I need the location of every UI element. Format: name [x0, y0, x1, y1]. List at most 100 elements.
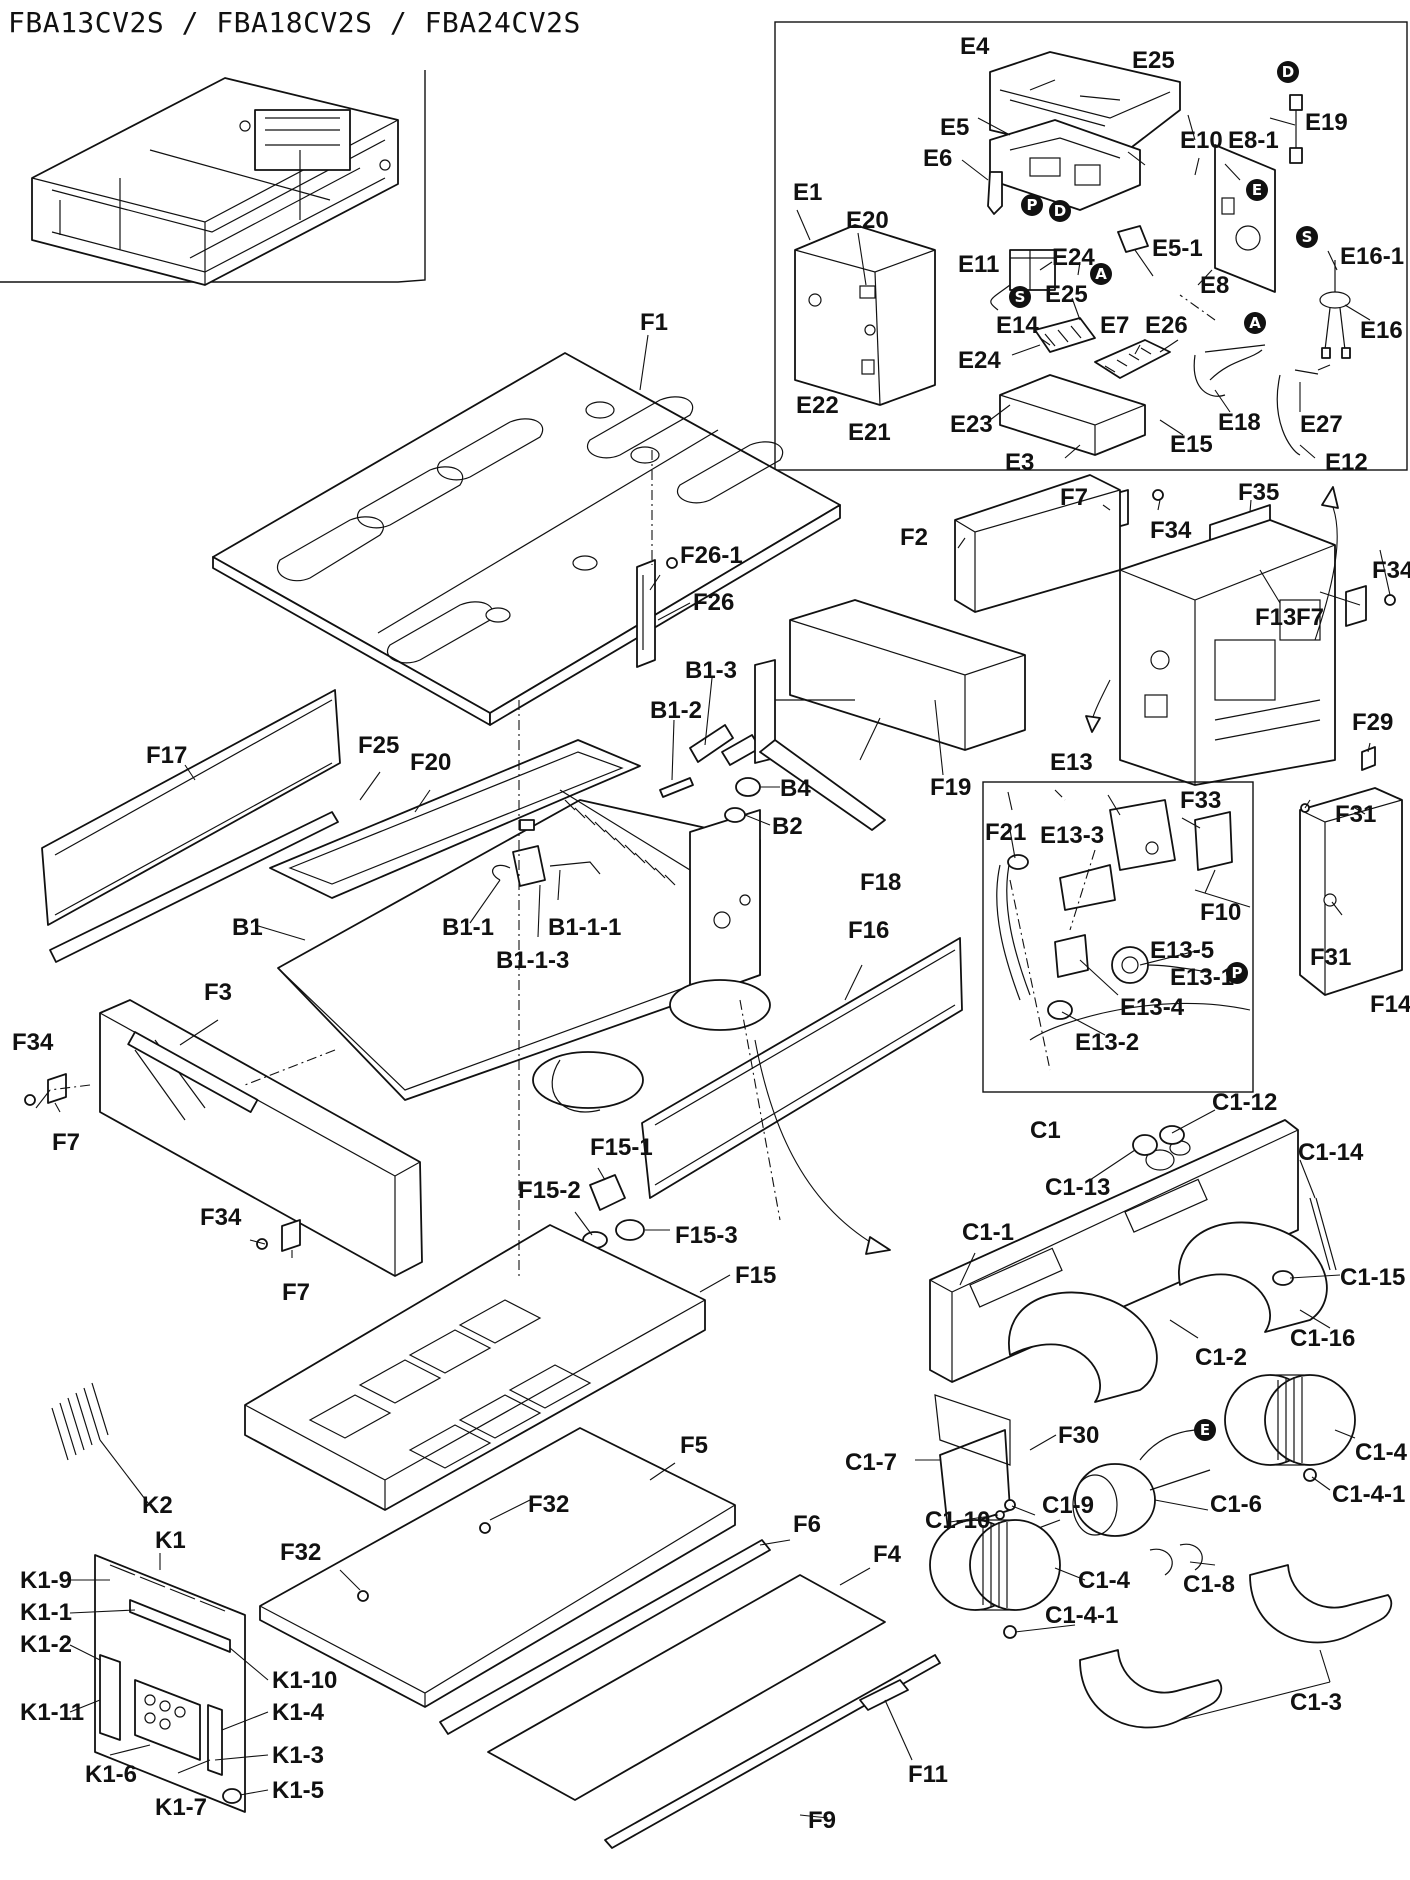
svg-text:A: A	[1249, 314, 1261, 332]
label-F15-3: F15-3	[675, 1222, 738, 1249]
part-F19-frame	[760, 599, 1026, 751]
label-E23: E23	[950, 411, 993, 438]
label-F30: F30	[1058, 1422, 1099, 1449]
label-F32-center: F32	[528, 1491, 569, 1518]
label-F3: F3	[204, 979, 232, 1006]
label-C1-3: C1-3	[1290, 1689, 1342, 1716]
marker-A-harness: A	[1244, 312, 1266, 334]
label-K1-7: K1-7	[155, 1794, 207, 1821]
part-B1-1	[492, 819, 601, 887]
part-F16-panel	[641, 937, 963, 1199]
label-F18: F18	[860, 869, 901, 896]
label-K1-5: K1-5	[272, 1777, 324, 1804]
label-E13: E13	[1050, 749, 1093, 776]
marker-E-board: E	[1246, 179, 1268, 201]
part-C1-14	[1309, 1197, 1337, 1271]
leader-lines	[35, 114, 1391, 1819]
part-E18-harness	[1193, 344, 1266, 397]
label-F16: F16	[848, 917, 889, 944]
part-C1-6-motor	[1019, 1429, 1211, 1537]
label-E3: E3	[1005, 449, 1034, 476]
part-F7-bottom	[281, 1219, 301, 1252]
label-K1: K1	[155, 1527, 186, 1554]
part-F11	[859, 1679, 909, 1711]
label-E27: E27	[1300, 411, 1343, 438]
svg-text:P: P	[1232, 964, 1243, 982]
label-C1-6: C1-6	[1210, 1491, 1262, 1518]
part-F5-bottom-plate	[259, 1427, 736, 1708]
label-E11: E11	[958, 251, 999, 278]
label-E13-1: E13-1	[1170, 964, 1234, 991]
label-F7-bottom: F7	[282, 1279, 310, 1306]
svg-text:D: D	[1054, 202, 1066, 220]
label-F5: F5	[680, 1432, 708, 1459]
label-C1: C1	[1030, 1117, 1061, 1144]
label-F34-bottom: F34	[200, 1204, 242, 1231]
label-E8: E8	[1200, 272, 1229, 299]
label-E15: E15	[1170, 431, 1213, 458]
part-C1-3-lower-scroll	[1079, 1564, 1393, 1729]
label-F7-top: F7	[1060, 484, 1088, 511]
label-F9: F9	[808, 1807, 836, 1834]
label-F19: F19	[930, 774, 971, 801]
part-E13-2	[1047, 1000, 1073, 1020]
label-E10: E10	[1180, 127, 1223, 154]
label-F31-top: F31	[1335, 801, 1376, 828]
part-F1-top-panel	[212, 352, 841, 726]
part-F21-hose	[996, 854, 1031, 1001]
part-F6-rail	[439, 1539, 771, 1735]
label-C1-1: C1-1	[962, 1219, 1014, 1246]
part-F34-right	[1384, 594, 1396, 606]
label-F2: F2	[900, 524, 928, 551]
label-E12: E12	[1325, 449, 1368, 476]
marker-E-motor: E	[1194, 1419, 1216, 1441]
part-F34-left	[24, 1094, 36, 1106]
part-E6	[987, 171, 1003, 215]
part-F15-1	[589, 1174, 626, 1211]
label-E6: E6	[923, 145, 952, 172]
svg-text:S: S	[1015, 288, 1026, 306]
label-E20: E20	[846, 207, 889, 234]
label-K2: K2	[142, 1492, 173, 1519]
part-F2-panel	[954, 474, 1121, 613]
part-E7-terminal-block	[1094, 339, 1171, 379]
label-F14: F14	[1370, 991, 1410, 1018]
marker-S-plate: S	[1296, 226, 1318, 248]
connection-markers: D D P E S A S A	[1009, 61, 1318, 1441]
part-C1-12	[1159, 1125, 1185, 1145]
part-F18-frame	[754, 659, 886, 831]
page-title: FBA13CV2S / FBA18CV2S / FBA24CV2S	[8, 6, 581, 39]
label-B1-1: B1-1	[442, 914, 494, 941]
label-F20: F20	[410, 749, 451, 776]
part-C1-2-scroll	[1008, 1221, 1328, 1403]
label-B2: B2	[772, 813, 803, 840]
part-F7-left	[47, 1073, 67, 1104]
label-C1-7: C1-7	[845, 1449, 897, 1476]
label-F34-right: F34	[1372, 557, 1410, 584]
label-C1-15: C1-15	[1340, 1264, 1405, 1291]
marker-D-top: D	[1277, 61, 1299, 83]
label-K1-3: K1-3	[272, 1742, 324, 1769]
label-E25-top: E25	[1132, 47, 1175, 74]
part-C1-9	[1004, 1499, 1016, 1511]
part-F34-top	[1152, 489, 1164, 501]
part-F15-drain-pan	[244, 1224, 706, 1511]
part-E19	[1289, 94, 1303, 164]
part-F26	[636, 559, 656, 668]
part-B4	[735, 777, 761, 797]
label-C1-9: C1-9	[1042, 1492, 1094, 1519]
label-F17: F17	[146, 742, 187, 769]
svg-text:A: A	[1095, 265, 1107, 283]
part-F10	[1194, 811, 1233, 871]
label-E1: E1	[793, 179, 822, 206]
part-C1-7-bracket	[934, 1394, 1011, 1531]
label-E24-top: E24	[1052, 244, 1095, 271]
part-E12-harness	[1276, 374, 1301, 456]
part-F34-bottom	[256, 1238, 268, 1250]
svg-text:E: E	[1200, 1421, 1210, 1439]
part-E13-3	[1109, 799, 1176, 871]
part-E3-bracket	[999, 374, 1146, 456]
part-E27	[1294, 364, 1331, 375]
part-F4-plate	[487, 1574, 886, 1801]
label-E18: E18	[1218, 409, 1261, 436]
